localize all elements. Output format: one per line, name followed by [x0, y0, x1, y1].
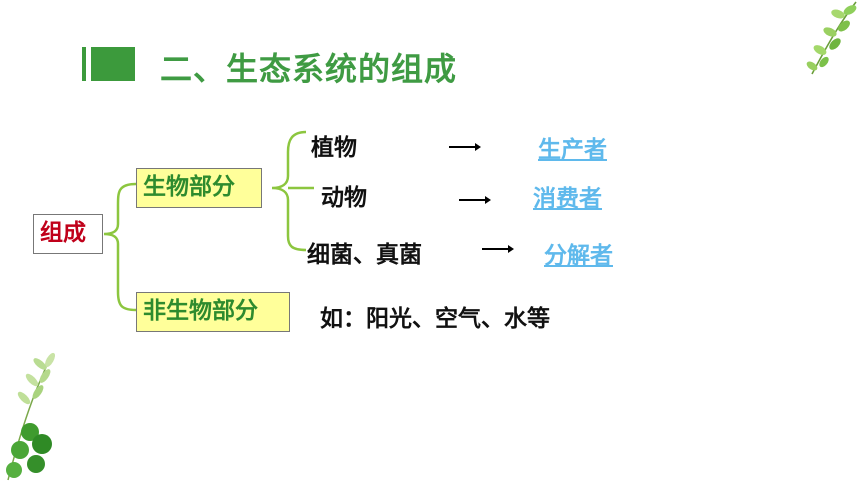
arrow-animals [459, 196, 491, 204]
organism-plants: 植物 [311, 135, 357, 161]
role-consumer: 消费者 [533, 186, 602, 212]
page-title: 二、生态系统的组成 [160, 50, 458, 88]
title-marker-block [91, 47, 135, 81]
biotic-box: 生物部分 [136, 168, 262, 208]
organism-bacteria-fungi: 细菌、真菌 [307, 242, 422, 268]
arrow-decomposer [482, 245, 514, 253]
leaf-branch-icon [6, 352, 56, 481]
role-producer: 生产者 [538, 137, 607, 163]
organism-animals: 动物 [321, 185, 367, 211]
arrow-plants [449, 143, 481, 151]
title-marker-thin [82, 47, 86, 81]
abiotic-box: 非生物部分 [136, 292, 290, 332]
role-decomposer: 分解者 [544, 243, 613, 269]
leaf-sprig-icon [806, 1, 857, 75]
abiotic-example: 如：阳光、空气、水等 [320, 306, 550, 332]
root-box: 组成 [33, 214, 103, 254]
